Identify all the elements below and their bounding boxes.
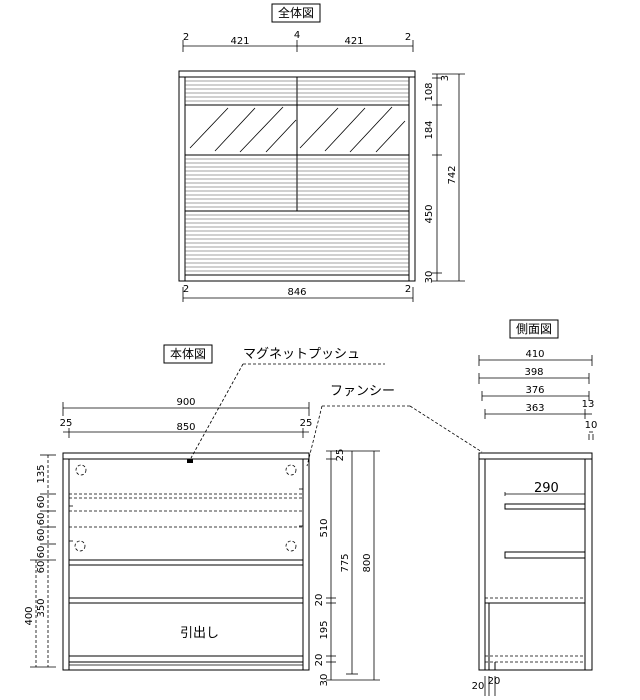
- main-dim-left-0: 135: [36, 464, 47, 483]
- side-dim-top-3: 363: [525, 403, 544, 414]
- side-shelf-depth: 290: [534, 481, 559, 496]
- main-dim-top-3: 25: [300, 418, 313, 429]
- hinge-circle: [285, 540, 297, 552]
- main-dim-left-4: 60: [36, 546, 47, 559]
- overall-dim-right-3: 450: [424, 204, 435, 223]
- overall-view-title: 全体図: [278, 5, 314, 20]
- main-dim-right-2: 20: [314, 594, 325, 607]
- side-dim-small-1: 10: [585, 420, 598, 431]
- overall-dim-top-2: 4: [294, 30, 300, 41]
- main-dim-total-0: 775: [340, 553, 351, 572]
- side-dim-bottom-1: 20: [488, 676, 501, 687]
- side-view: 側面図 410 398 376 363 13 10: [472, 319, 598, 696]
- side-cabinet: [478, 452, 593, 671]
- hinge-circle: [75, 464, 87, 476]
- main-body-view: 本体図 マグネットプッシュ ファンシー 900 25 850 25: [24, 344, 483, 687]
- overall-dim-bottom-1: 846: [287, 287, 306, 298]
- main-dim-right-0: 25: [335, 449, 346, 462]
- magnet-push-catch: [187, 459, 193, 463]
- main-dim-left-3: 60: [36, 529, 47, 542]
- main-dim-right-5: 30: [319, 674, 330, 687]
- main-dim-top-0: 900: [176, 397, 195, 408]
- overall-dim-total-height: 742: [447, 165, 458, 184]
- side-dim-top-0: 410: [525, 349, 544, 360]
- main-dim-left-7: 400: [24, 606, 35, 625]
- hinge-circles: [74, 464, 297, 552]
- main-dim-right-3: 195: [319, 620, 330, 639]
- overall-dim-right-1: 108: [424, 82, 435, 101]
- side-shelf: [504, 551, 586, 559]
- overall-dim-right-4: 30: [424, 271, 435, 284]
- overall-glass-left: [185, 105, 297, 155]
- fancy-label: ファンシー: [330, 384, 395, 399]
- overall-dim-top-4: 2: [405, 32, 411, 43]
- main-body-view-title: 本体図: [170, 347, 206, 361]
- side-dim-small-0: 13: [582, 399, 595, 410]
- side-shelf: [504, 503, 586, 510]
- overall-dim-right-0: 3: [440, 75, 451, 81]
- main-dim-right-1: 510: [319, 518, 330, 537]
- main-dim-top-1: 25: [60, 418, 73, 429]
- side-view-title: 側面図: [516, 322, 552, 336]
- magnet-push-label: マグネットプッシュ: [243, 347, 360, 362]
- overall-dim-top-0: 2: [183, 32, 189, 43]
- main-dim-right-4: 20: [314, 654, 325, 667]
- overall-dim-right-2: 184: [424, 120, 435, 139]
- overall-dim-top-1: 421: [230, 36, 249, 47]
- main-dim-left-1: 60: [36, 496, 47, 509]
- main-body-cabinet: [62, 452, 310, 671]
- overall-cabinet: [178, 70, 416, 282]
- side-dim-top-2: 376: [525, 385, 544, 396]
- main-dim-total-1: 800: [362, 553, 373, 572]
- main-dim-left-2: 60: [36, 513, 47, 526]
- side-dim-bottom-0: 20: [472, 681, 485, 692]
- overall-dim-bottom-2: 2: [405, 284, 411, 295]
- overall-view: 全体図 2 421 4 421 2: [178, 3, 465, 302]
- overall-dim-bottom-0: 2: [183, 284, 189, 295]
- hinge-circle: [285, 464, 297, 476]
- overall-dim-top-3: 421: [344, 36, 363, 47]
- main-dim-left-5: 60: [36, 561, 47, 574]
- side-dim-top-1: 398: [524, 367, 543, 378]
- drawer-label: 引出し: [180, 626, 219, 641]
- main-dim-left-6: 350: [36, 598, 47, 617]
- main-dim-top-2: 850: [176, 422, 195, 433]
- hinge-circle: [74, 540, 86, 552]
